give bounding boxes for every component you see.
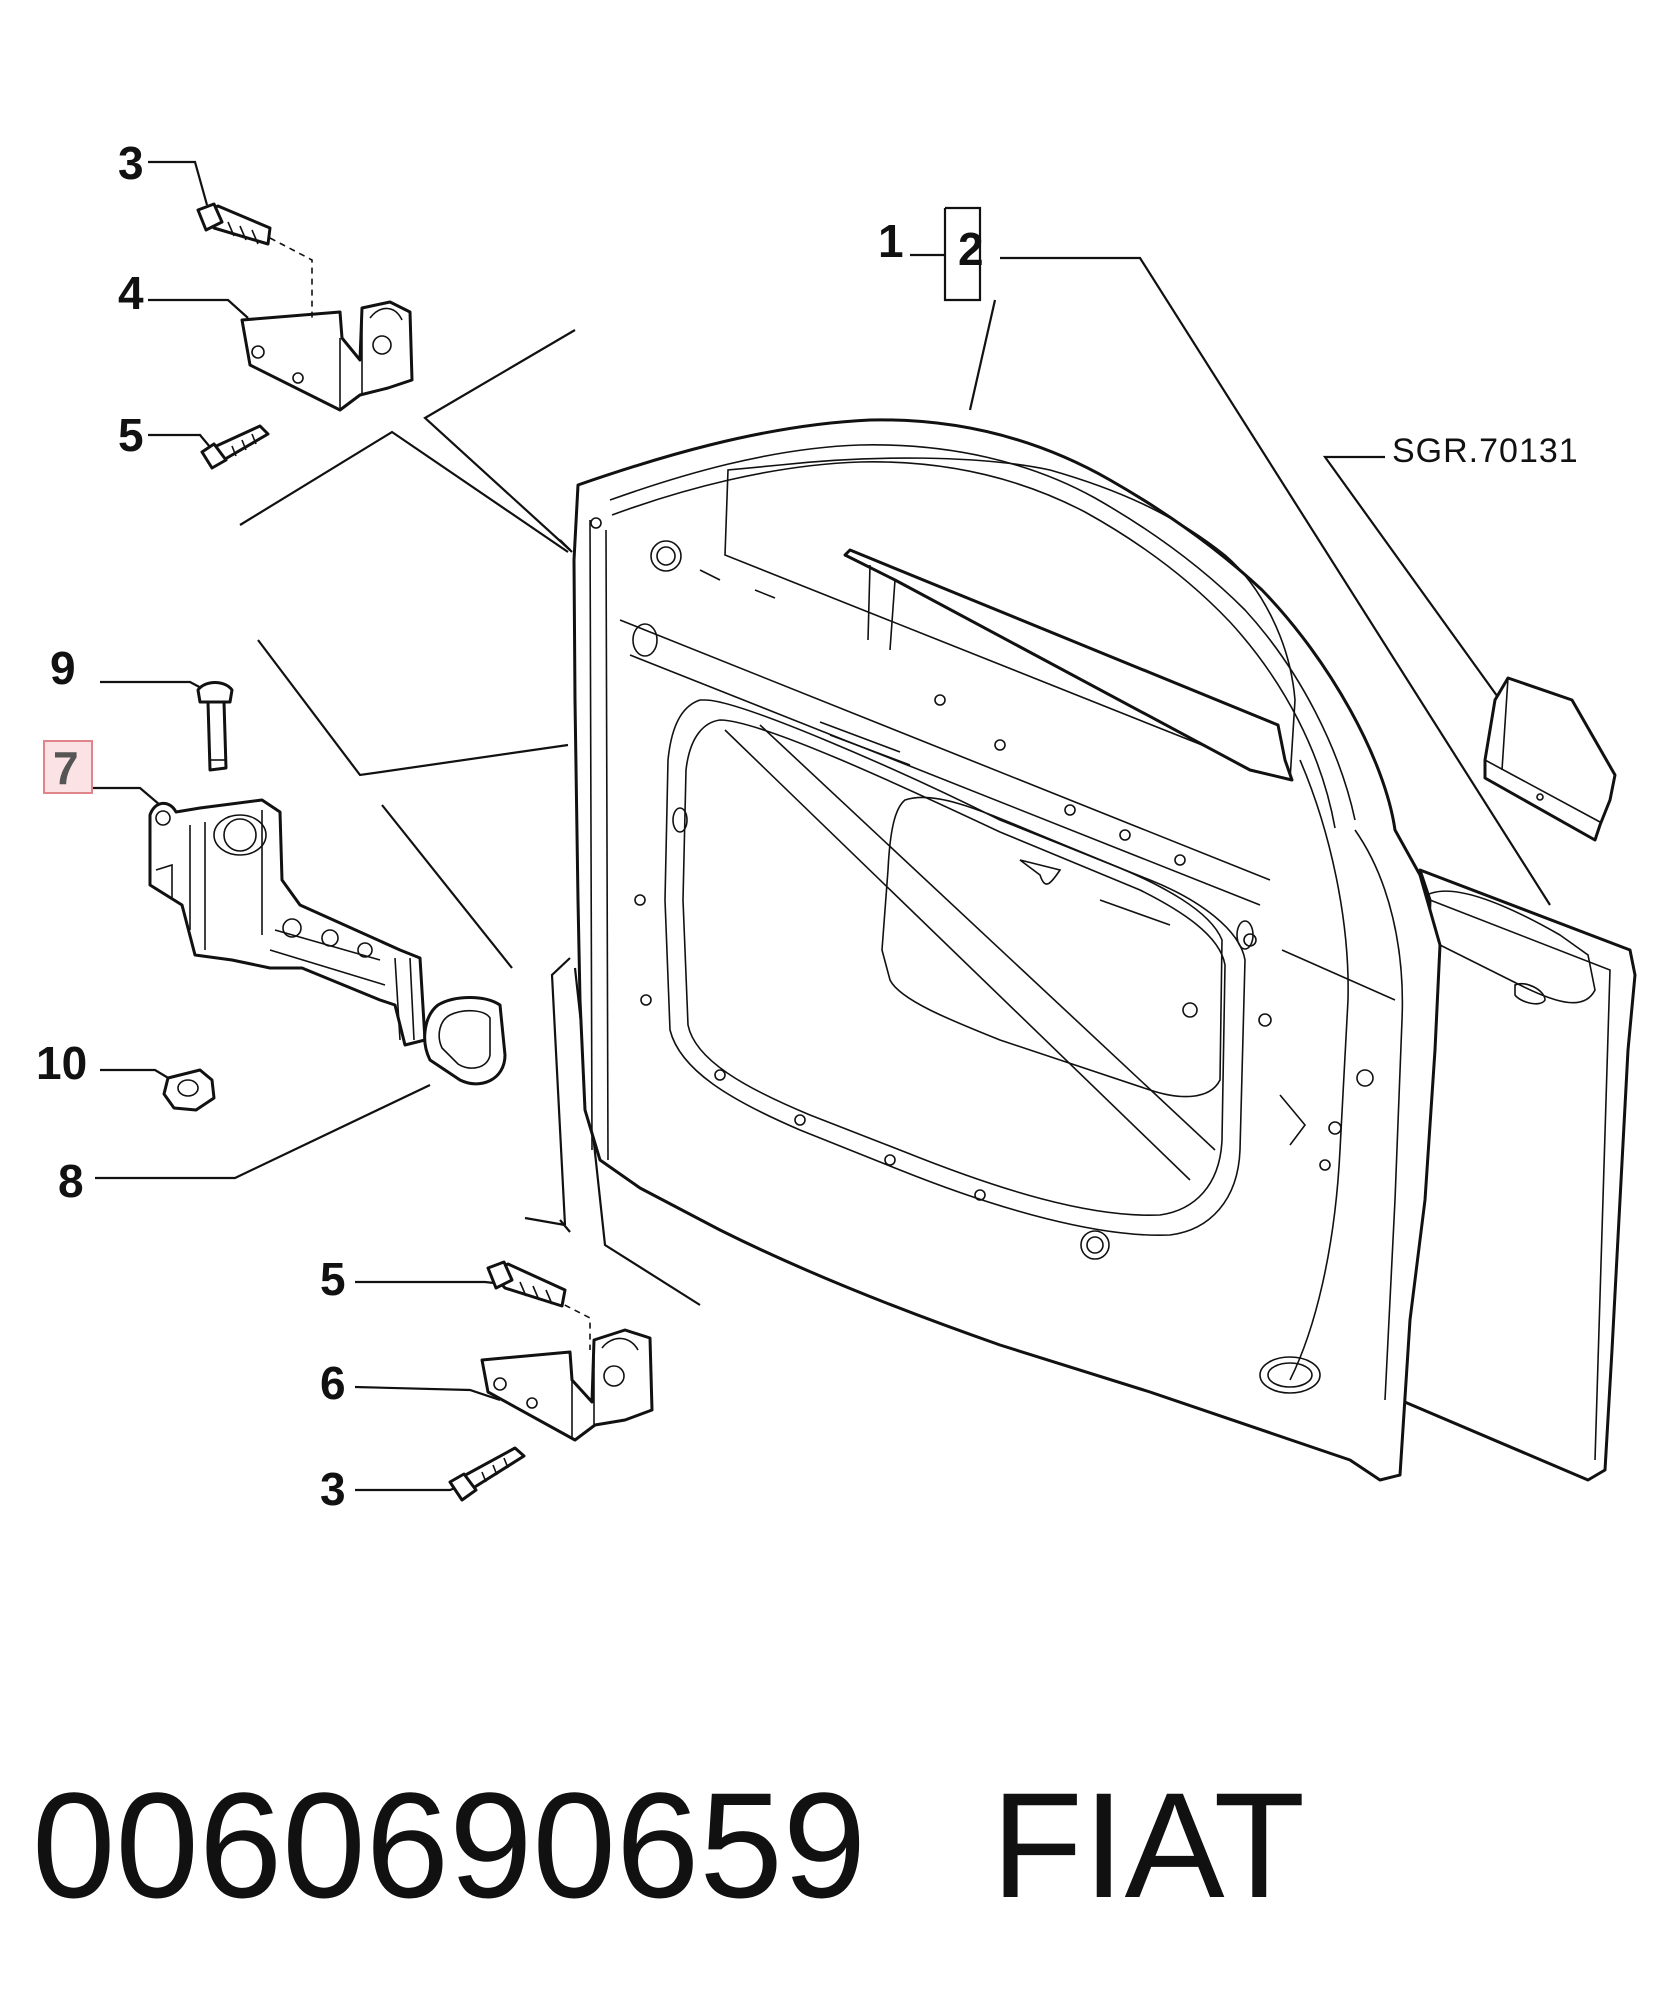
seal-8	[423, 996, 507, 1086]
bolt-3-bottom	[448, 1446, 526, 1502]
callout-7: 7	[53, 742, 79, 794]
nut-10	[162, 1068, 216, 1112]
brand-name: FIAT	[991, 1761, 1306, 1929]
part-number-footer: 0060690659 FIAT	[32, 1770, 1305, 1920]
part-number: 0060690659	[32, 1761, 867, 1929]
reference-code: SGR.70131	[1392, 432, 1579, 470]
bolt-5-bottom	[486, 1260, 567, 1308]
callout-5-top: 5	[118, 409, 144, 461]
reinforcement-bracket	[1483, 676, 1617, 842]
callout-3-bottom: 3	[320, 1463, 346, 1515]
callout-7-highlight	[43, 740, 93, 794]
callout-1: 1	[878, 215, 904, 267]
callout-5-bottom: 5	[320, 1253, 346, 1305]
callout-9: 9	[50, 642, 76, 694]
door-inner-frame	[572, 418, 1442, 1482]
pin-9	[196, 681, 234, 772]
callout-3-top: 3	[118, 137, 144, 189]
callout-8: 8	[58, 1155, 84, 1207]
leader-lines	[90, 160, 1551, 1492]
callout-2: 2	[958, 223, 984, 275]
guide-ticks	[559, 539, 573, 1233]
callout-6: 6	[320, 1357, 346, 1409]
callout-4: 4	[118, 267, 144, 319]
bolt-5-top	[200, 424, 270, 470]
callout-10: 10	[36, 1037, 88, 1089]
top-hinge-4	[240, 237, 414, 412]
bottom-hinge-6	[480, 1299, 654, 1442]
door-check-strap-7	[148, 798, 427, 1047]
bolt-3-top	[196, 202, 272, 246]
